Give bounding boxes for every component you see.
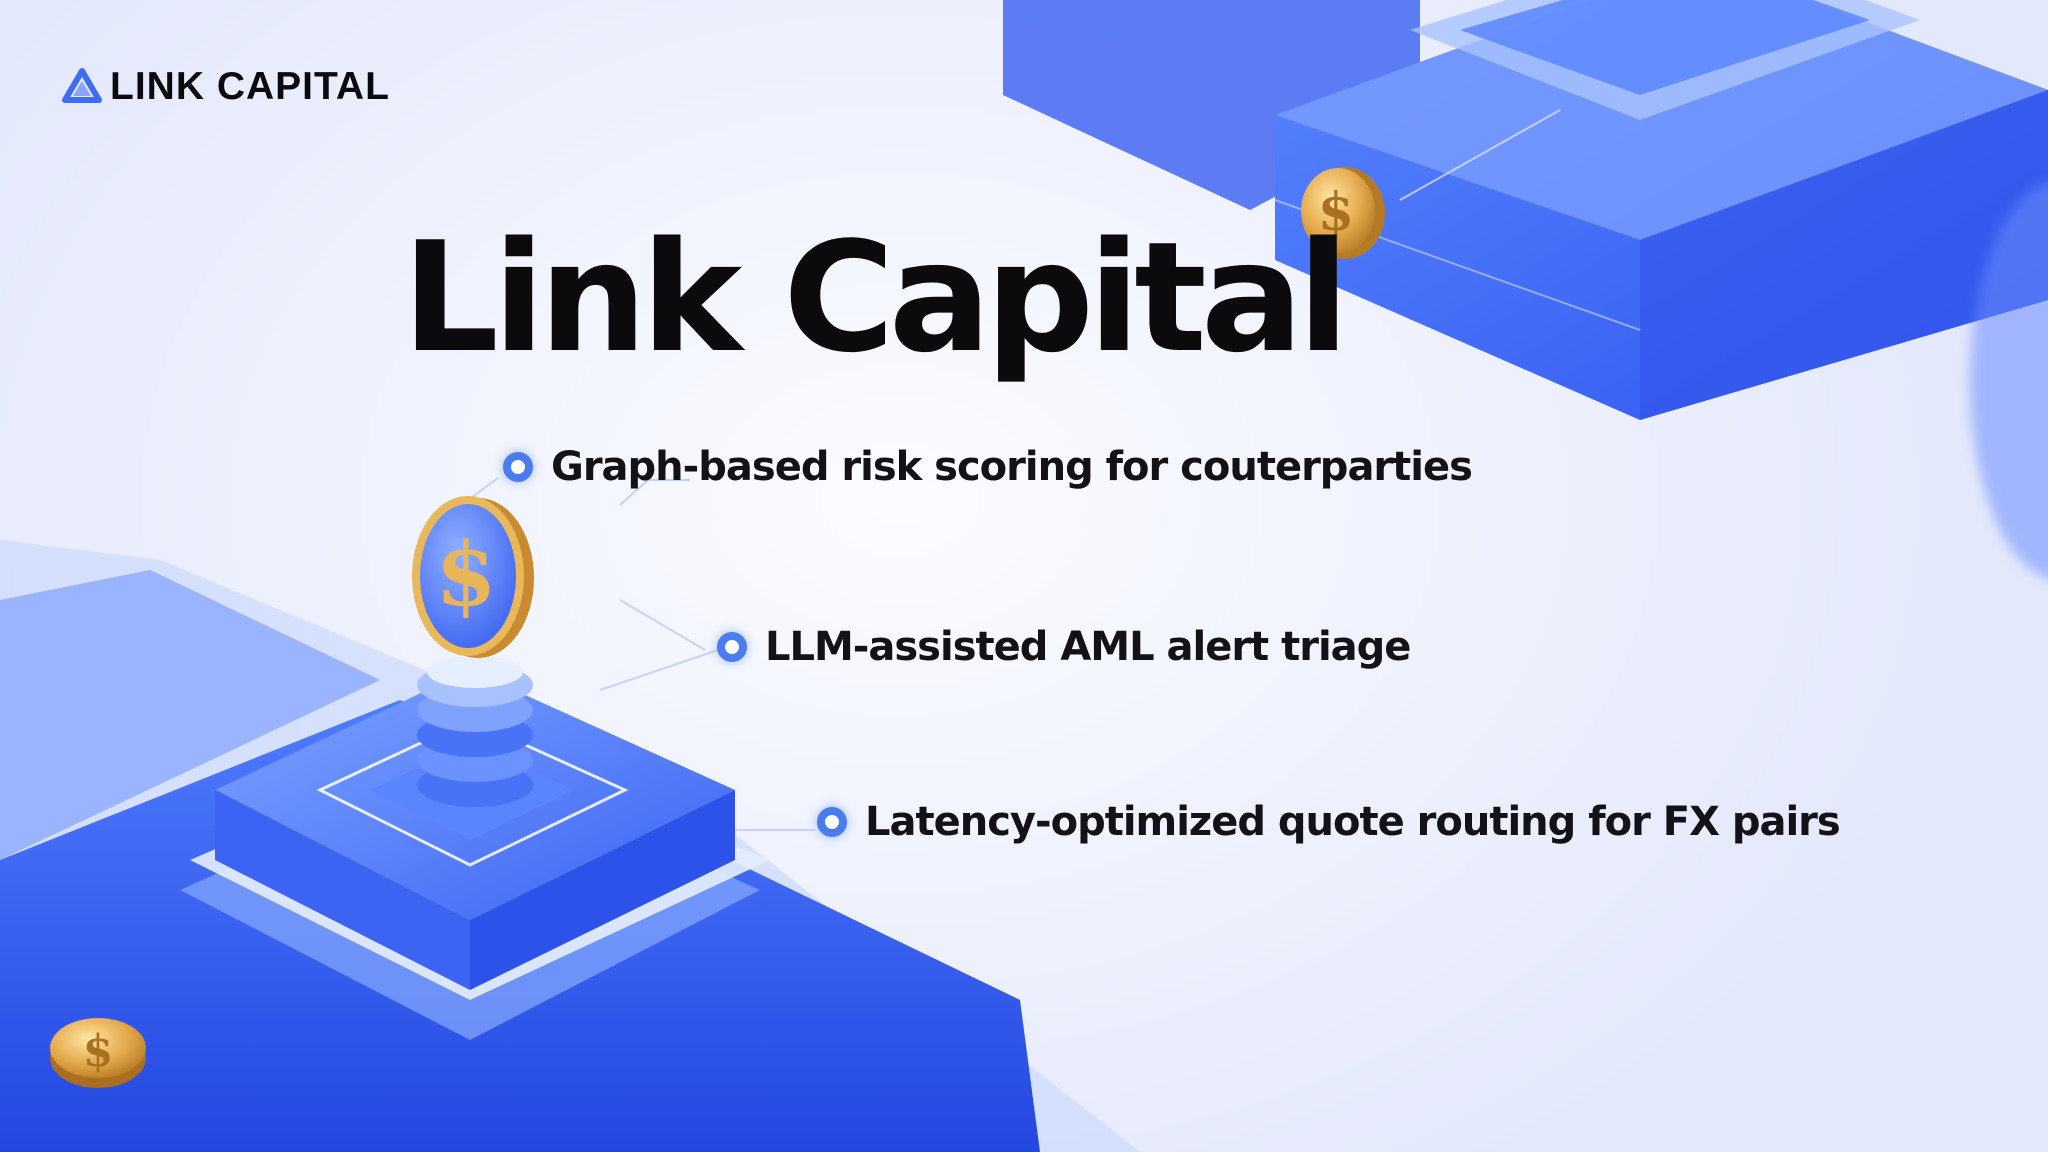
- dollar-coin-icon: $: [412, 496, 534, 658]
- bullet-text: LLM-assisted AML alert triage: [765, 624, 1411, 670]
- dollar-coin-icon: $: [50, 1018, 146, 1088]
- svg-text:$: $: [435, 522, 496, 626]
- bullet-text: Graph-based risk scoring for couterparti…: [551, 444, 1473, 490]
- bullet-dot: [503, 452, 533, 482]
- bullet-item: Latency-optimized quote routing for FX p…: [817, 799, 1841, 845]
- dollar-coin-icon: $: [1301, 167, 1385, 259]
- bullet-dot: [717, 632, 747, 662]
- logo-icon: [62, 68, 102, 103]
- platform-bottom-left: [0, 477, 1140, 1152]
- svg-text:$: $: [1318, 182, 1354, 243]
- brand-logo: LINK CAPITAL: [62, 64, 390, 110]
- svg-text:$: $: [83, 1026, 114, 1077]
- platform-top-right: [1003, 0, 2048, 420]
- bullet-text: Latency-optimized quote routing for FX p…: [865, 799, 1841, 845]
- bullet-item: Graph-based risk scoring for couterparti…: [503, 444, 1473, 490]
- brand-name: LINK CAPITAL: [110, 65, 390, 108]
- bullet-dot: [817, 807, 847, 837]
- page-title: Link Capital: [402, 209, 1350, 386]
- bullet-item: LLM-assisted AML alert triage: [717, 624, 1411, 670]
